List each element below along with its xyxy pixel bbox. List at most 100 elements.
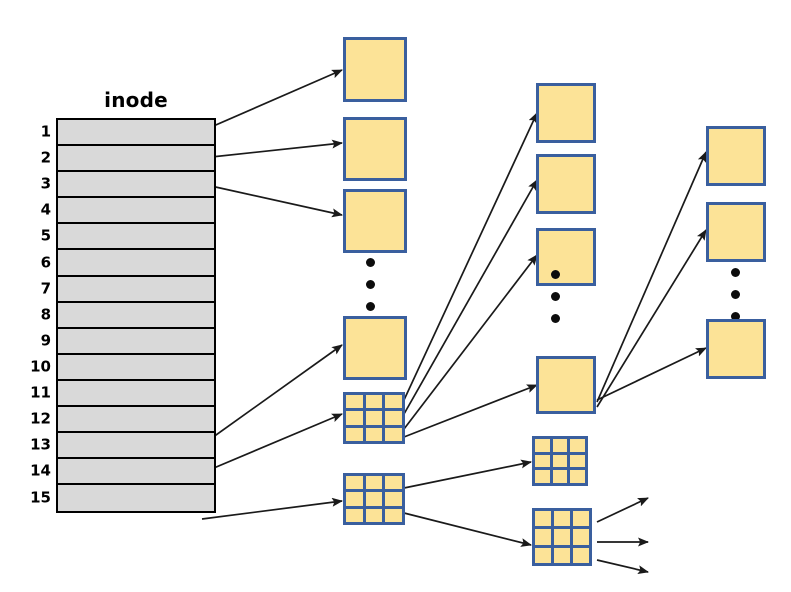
arrow-single-indirect-to-l2db4 — [403, 384, 538, 438]
indirect-pointer-cell[interactable] — [554, 511, 570, 527]
indirect-pointer-cell[interactable] — [385, 395, 402, 409]
vertical-ellipsis — [366, 258, 375, 311]
data-block[interactable] — [343, 316, 407, 380]
data-block[interactable] — [536, 83, 596, 143]
indirect-pointer-cell[interactable] — [535, 454, 550, 468]
indirect-pointer-cell[interactable] — [365, 476, 383, 490]
indirect-pointer-cell[interactable] — [365, 395, 383, 409]
ellipsis-dot — [366, 258, 375, 267]
arrow-inode15-to-double-indirect — [201, 497, 343, 520]
arrow-double-indirect-to-l2indirect2 — [403, 512, 532, 547]
indirect-pointer-cell[interactable] — [535, 470, 550, 483]
inode-entry-9[interactable]: 9 — [41, 328, 214, 355]
indirect-pointer-cell[interactable] — [554, 529, 570, 545]
vertical-ellipsis — [731, 268, 740, 321]
indirect-pointer-cell[interactable] — [535, 529, 551, 545]
inode-entry-14[interactable]: 14 — [30, 459, 214, 486]
data-block[interactable] — [706, 126, 766, 186]
indirect-pointer-cell[interactable] — [535, 511, 551, 527]
indirect-pointer-cell[interactable] — [346, 476, 363, 490]
indirect-pointer-cell[interactable] — [385, 476, 402, 490]
indirect-pointer-cell[interactable] — [346, 411, 363, 425]
data-block[interactable] — [343, 117, 407, 181]
arrow-inode3-to-db3 — [201, 183, 343, 218]
data-block[interactable] — [343, 37, 407, 102]
indirect-pointer-cell[interactable] — [573, 529, 589, 545]
indirect-pointer-cell[interactable] — [385, 508, 402, 522]
inode-entry-number: 6 — [40, 253, 51, 272]
indirect-pointer-cell[interactable] — [535, 547, 551, 563]
inode-entry-2[interactable]: 2 — [41, 146, 214, 173]
ellipsis-dot — [731, 312, 740, 321]
inode-entry-number: 4 — [40, 200, 51, 219]
inode-entry-number: 3 — [40, 174, 51, 193]
ellipsis-dot — [731, 290, 740, 299]
inode-entry-12[interactable]: 12 — [30, 407, 214, 434]
inode-entry-number: 15 — [30, 488, 51, 507]
inode-entry-5[interactable]: 5 — [41, 224, 214, 251]
inode-entry-8[interactable]: 8 — [41, 302, 214, 329]
indirect-pointer-cell[interactable] — [346, 427, 363, 441]
inode-entry-15[interactable]: 15 — [30, 485, 214, 512]
indirect-pointer-cell[interactable] — [365, 508, 383, 522]
indirect-pointer-cell[interactable] — [570, 470, 585, 483]
indirect-pointer-cell[interactable] — [552, 470, 568, 483]
arrow-l2indirect-to-l3db3 — [596, 347, 707, 401]
indirect-pointer-cell[interactable] — [570, 439, 585, 452]
data-block[interactable] — [706, 319, 766, 379]
inode-entry-number: 7 — [40, 279, 51, 298]
data-block[interactable] — [706, 202, 766, 262]
inode-entry-4[interactable]: 4 — [41, 198, 214, 225]
ellipsis-dot — [731, 268, 740, 277]
ellipsis-dot — [551, 292, 560, 301]
single-indirect-block[interactable] — [343, 392, 405, 444]
indirect-pointer-cell[interactable] — [346, 508, 363, 522]
indirect-pointer-cell[interactable] — [385, 427, 402, 441]
indirect-pointer-cell[interactable] — [554, 547, 570, 563]
inode-entry-number: 1 — [40, 122, 51, 141]
indirect-pointer-cell[interactable] — [365, 427, 383, 441]
indirect-pointer-cell[interactable] — [552, 454, 568, 468]
arrow-l2indirect2-out-bottom — [596, 559, 649, 575]
data-block[interactable] — [536, 154, 596, 214]
inode-entry-10[interactable]: 10 — [30, 354, 214, 381]
inode-entry-number: 2 — [40, 148, 51, 167]
indirect-pointer-cell[interactable] — [573, 547, 589, 563]
inode-entry-13[interactable]: 13 — [30, 433, 214, 460]
arrow-l2indirect2-out-top — [596, 497, 649, 523]
indirect-pointer-cell[interactable] — [365, 411, 383, 425]
ellipsis-dot — [366, 280, 375, 289]
indirect-block[interactable] — [532, 508, 592, 566]
indirect-pointer-cell[interactable] — [385, 492, 402, 506]
indirect-pointer-cell[interactable] — [535, 439, 550, 452]
inode-entry-number: 12 — [30, 409, 51, 428]
inode-entry-number: 5 — [40, 226, 51, 245]
arrow-l2indirect-to-l3db1 — [596, 151, 707, 403]
ellipsis-dot — [551, 314, 560, 323]
arrow-inode2-to-db2 — [201, 139, 343, 159]
inode-entry-number: 9 — [40, 331, 51, 350]
inode-entry-7[interactable]: 7 — [41, 276, 214, 303]
data-block[interactable] — [536, 228, 596, 286]
arrow-inode14-to-single-indirect — [201, 413, 343, 474]
ellipsis-dot — [366, 302, 375, 311]
indirect-pointer-cell[interactable] — [365, 492, 383, 506]
indirect-pointer-cell[interactable] — [552, 439, 568, 452]
data-block[interactable] — [343, 189, 407, 253]
indirect-block[interactable] — [532, 436, 588, 486]
indirect-pointer-cell[interactable] — [573, 511, 589, 527]
data-block[interactable] — [536, 356, 596, 414]
indirect-pointer-cell[interactable] — [385, 411, 402, 425]
arrow-single-indirect-to-l2db2 — [403, 179, 538, 415]
indirect-pointer-cell[interactable] — [346, 395, 363, 409]
inode-entry-1[interactable]: 1 — [41, 120, 214, 147]
double-indirect-block[interactable] — [343, 473, 405, 525]
inode-entry-3[interactable]: 3 — [41, 172, 214, 199]
arrow-single-indirect-to-l2db3 — [403, 254, 538, 430]
indirect-pointer-cell[interactable] — [570, 454, 585, 468]
inode-entry-11[interactable]: 11 — [30, 380, 214, 408]
inode-entry-6[interactable]: 6 — [41, 250, 214, 277]
page-title: inode — [104, 88, 168, 112]
indirect-pointer-cell[interactable] — [346, 492, 363, 506]
